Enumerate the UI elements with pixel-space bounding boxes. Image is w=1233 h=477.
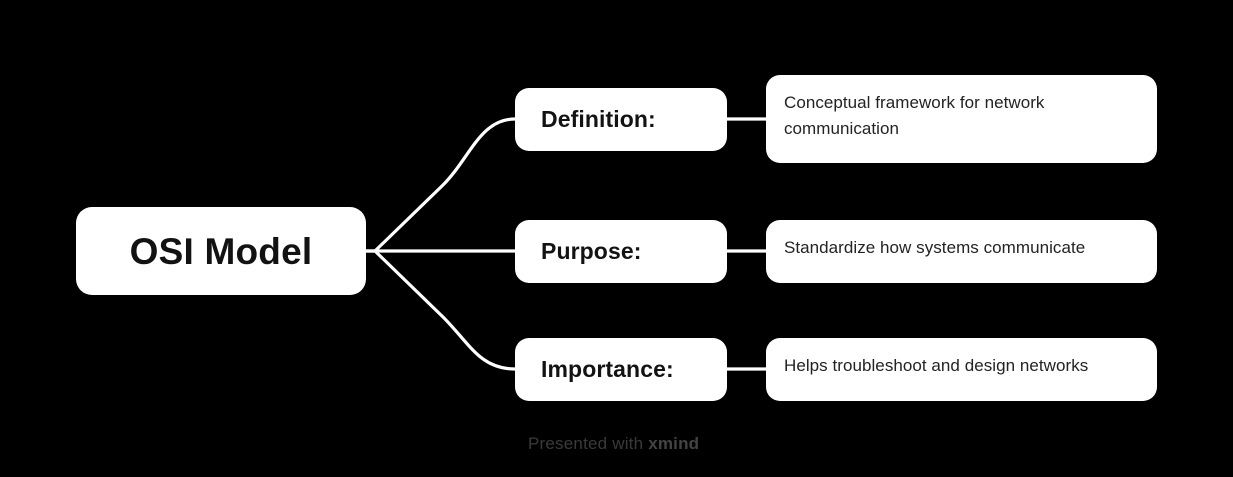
branch-node-purpose[interactable]: Purpose: <box>515 220 727 283</box>
watermark: Presented with xmind <box>528 434 699 454</box>
branch-node-importance[interactable]: Importance: <box>515 338 727 401</box>
connector-root-to-definition <box>364 117 517 253</box>
branch-node-definition[interactable]: Definition: <box>515 88 727 151</box>
detail-node-label: Standardize how systems communicate <box>784 238 1086 257</box>
branch-node-label: Importance: <box>541 355 674 382</box>
detail-node-label: Conceptual framework for network communi… <box>784 93 1045 138</box>
root-node[interactable]: OSI Model <box>76 207 366 295</box>
branch-node-label: Purpose: <box>541 237 642 264</box>
connector-root-to-importance <box>373 249 517 371</box>
branch-node-label: Definition: <box>541 105 656 132</box>
watermark-brand: xmind <box>648 434 700 453</box>
detail-node-purpose[interactable]: Standardize how systems communicate <box>766 220 1157 283</box>
root-node-label: OSI Model <box>129 230 313 272</box>
detail-node-importance[interactable]: Helps troubleshoot and design networks <box>766 338 1157 401</box>
detail-node-label: Helps troubleshoot and design networks <box>784 356 1089 375</box>
watermark-prefix: Presented with <box>528 434 649 453</box>
detail-node-definition[interactable]: Conceptual framework for network communi… <box>766 75 1157 163</box>
